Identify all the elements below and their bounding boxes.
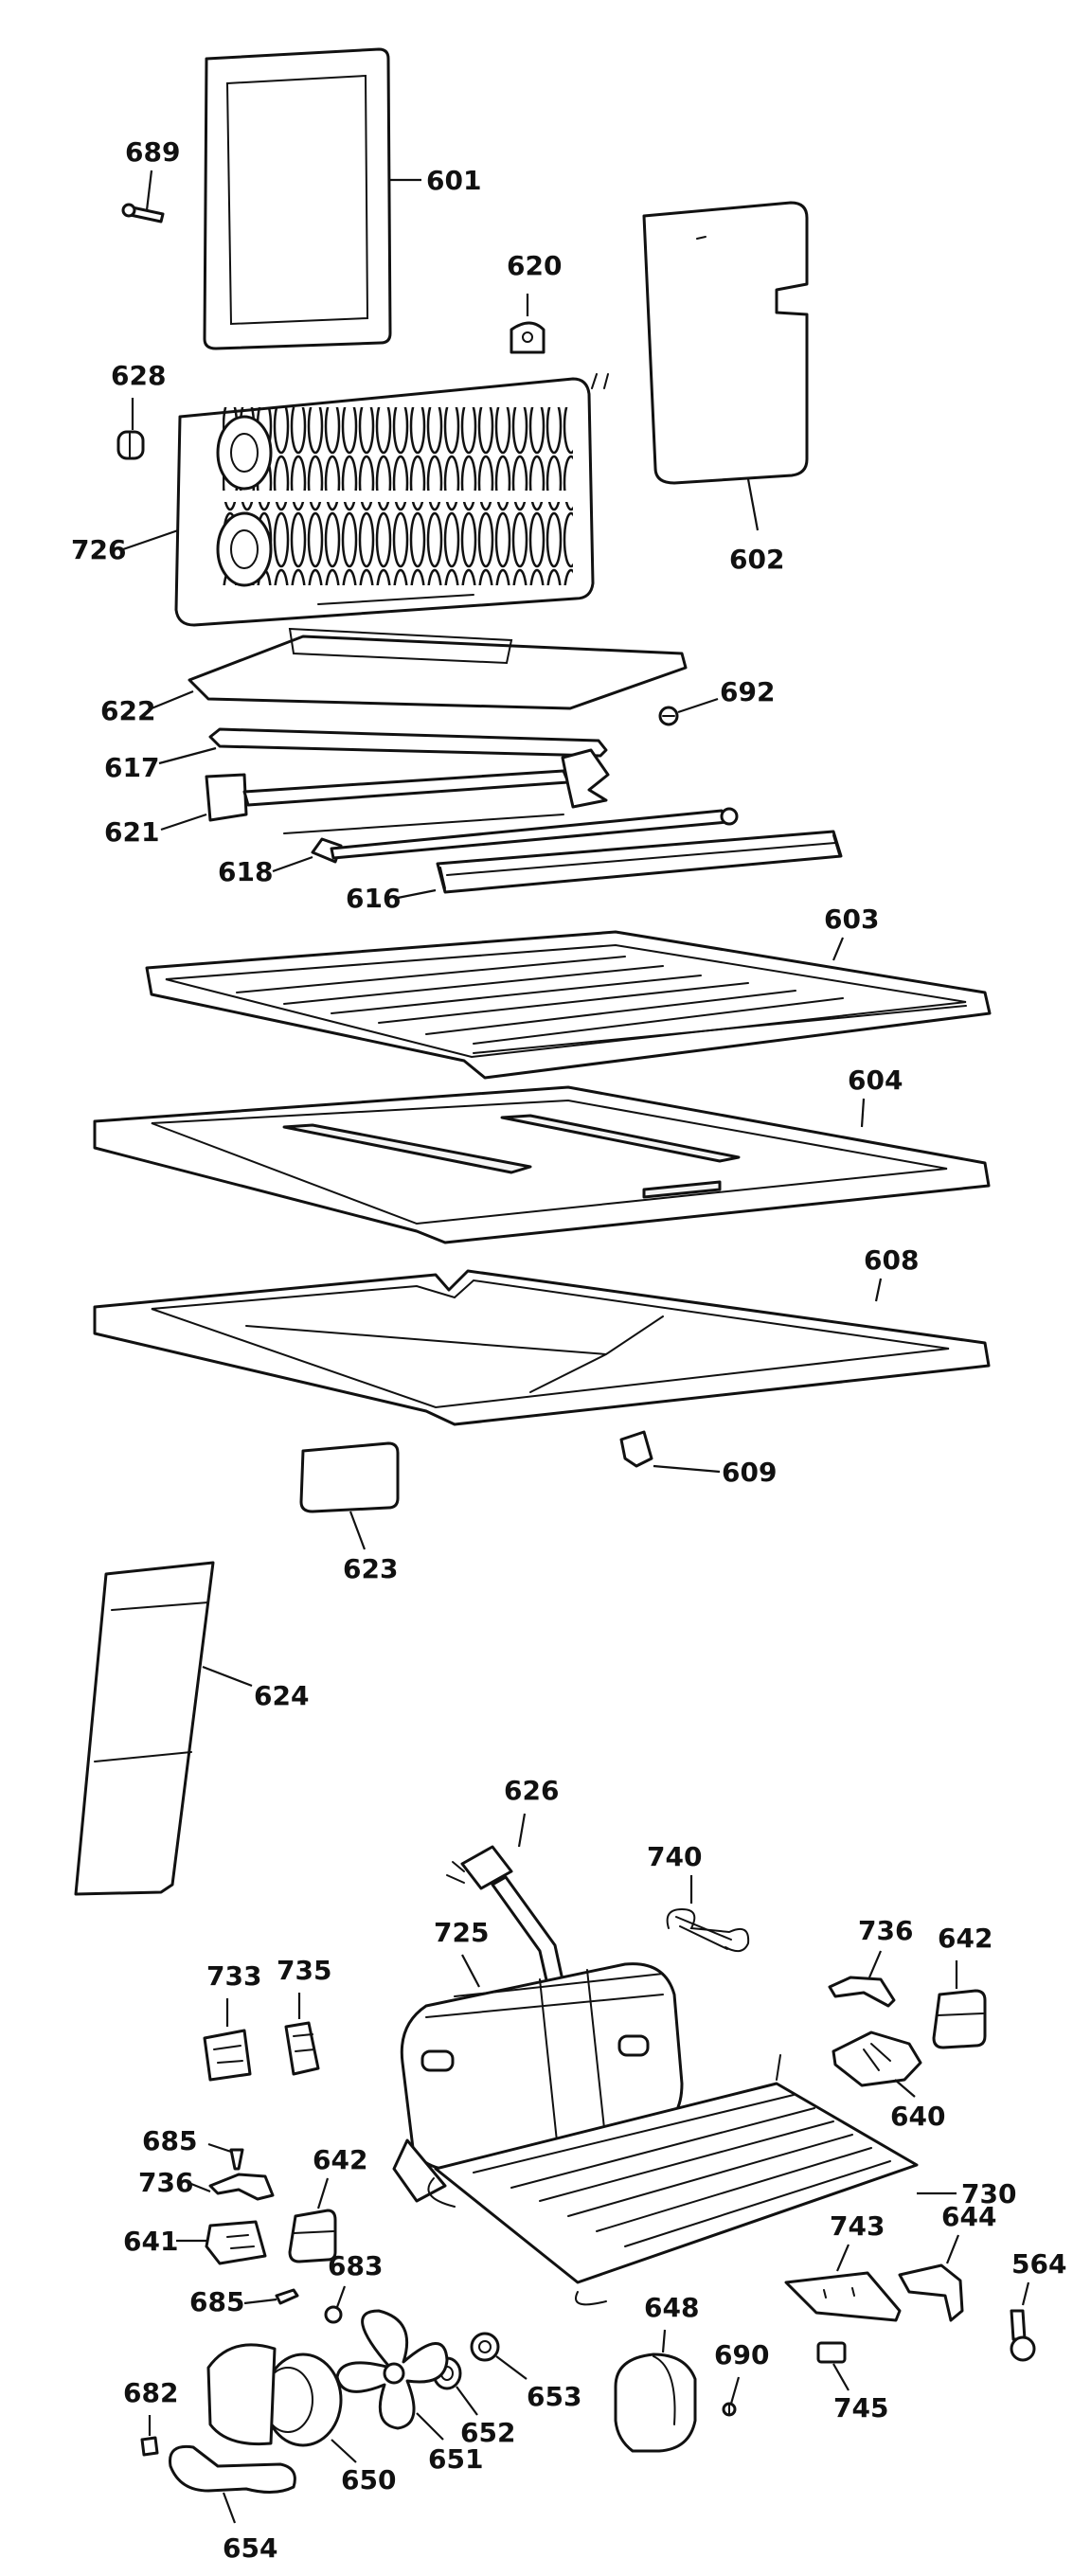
label-648: 648 [644, 2292, 699, 2323]
label-641: 641 [123, 2226, 178, 2257]
part-654-bracket [169, 2444, 296, 2494]
label-690: 690 [714, 2339, 769, 2370]
part-685-pin-upper [229, 2148, 244, 2171]
label-685-upper: 685 [142, 2125, 197, 2156]
label-651: 651 [428, 2443, 483, 2475]
label-650: 650 [341, 2464, 396, 2496]
part-564-screw [1010, 2309, 1036, 2362]
part-745-clip [816, 2341, 847, 2364]
part-725-compressor [392, 1962, 684, 2203]
part-692-screw [658, 706, 679, 726]
label-618: 618 [218, 856, 273, 887]
label-652: 652 [460, 2417, 515, 2448]
label-653: 653 [527, 2381, 581, 2412]
part-689-screw [121, 203, 165, 224]
part-628-knob [116, 430, 145, 460]
label-725: 725 [434, 1917, 489, 1948]
label-642-lower: 642 [313, 2144, 367, 2175]
part-620-clip [510, 321, 546, 354]
label-608: 608 [864, 1244, 919, 1276]
label-692: 692 [720, 676, 775, 707]
label-624: 624 [254, 1680, 309, 1711]
part-683-nut [324, 2305, 343, 2324]
label-642-upper: 642 [938, 1923, 993, 1954]
part-624-duct-panel [74, 1561, 215, 1896]
label-640: 640 [890, 2101, 945, 2132]
label-745: 745 [833, 2392, 888, 2424]
label-644: 644 [941, 2201, 996, 2232]
label-683: 683 [328, 2250, 383, 2281]
part-644-bracket [898, 2263, 964, 2322]
label-628: 628 [111, 360, 166, 391]
label-609: 609 [722, 1457, 777, 1488]
label-601: 601 [426, 165, 481, 196]
part-616-channel [436, 830, 843, 894]
label-740: 740 [647, 1841, 702, 1872]
part-685-pin-lower [275, 2288, 299, 2305]
label-621: 621 [104, 816, 159, 848]
label-620: 620 [507, 250, 562, 281]
part-735-overload [284, 2021, 320, 2076]
label-733: 733 [206, 1960, 261, 1992]
label-736-lower: 736 [138, 2167, 193, 2198]
label-617: 617 [104, 752, 159, 783]
label-564: 564 [1011, 2248, 1066, 2280]
part-642-relay-cover-lower [288, 2209, 337, 2263]
part-640-bracket [832, 2030, 922, 2087]
label-726: 726 [71, 534, 126, 565]
label-616: 616 [346, 883, 401, 914]
label-730: 730 [961, 2178, 1016, 2209]
label-604: 604 [848, 1064, 903, 1096]
label-602: 602 [729, 544, 784, 575]
part-730-condenser [427, 2054, 919, 2306]
part-651-fan-blade [335, 2309, 449, 2430]
part-740-spring [666, 1907, 750, 1953]
part-623-block [299, 1441, 400, 1513]
part-617-rail [208, 727, 608, 758]
label-689: 689 [125, 136, 180, 168]
part-641-bracket [205, 2220, 267, 2265]
label-682: 682 [123, 2377, 178, 2408]
part-653-spacer [470, 2332, 500, 2362]
label-623: 623 [343, 1553, 398, 1584]
part-690-screw [722, 2402, 737, 2417]
part-642-relay-cover-upper [932, 1989, 987, 2049]
part-650-fan-motor [206, 2343, 343, 2447]
label-685-lower: 685 [189, 2286, 244, 2317]
part-608-tray [93, 1269, 991, 1426]
part-726-evaporator [174, 373, 609, 627]
part-736-clip-upper [828, 1976, 896, 2008]
label-622: 622 [100, 695, 155, 726]
label-736-upper: 736 [858, 1915, 913, 1946]
part-622-bracket [188, 627, 688, 710]
label-735: 735 [277, 1955, 331, 1986]
part-736-clip-lower [208, 2173, 275, 2201]
part-621-frame-bracket [205, 748, 610, 834]
part-601-cover-panel [203, 47, 392, 350]
label-743: 743 [830, 2210, 885, 2242]
part-743-plate [784, 2271, 902, 2322]
label-626: 626 [504, 1775, 559, 1806]
part-618-rod [311, 807, 739, 864]
part-648-drain-pan [614, 2352, 697, 2453]
part-733-relay [203, 2029, 252, 2082]
part-604-glass-shelf [93, 1085, 991, 1244]
part-626-power-cord [446, 1845, 566, 1995]
label-603: 603 [824, 903, 879, 935]
part-603-wire-shelf [145, 930, 992, 1080]
part-682-screw [140, 2436, 159, 2457]
part-609-clip [619, 1430, 653, 1468]
label-654: 654 [223, 2532, 277, 2564]
part-602-side-panel [642, 201, 809, 485]
